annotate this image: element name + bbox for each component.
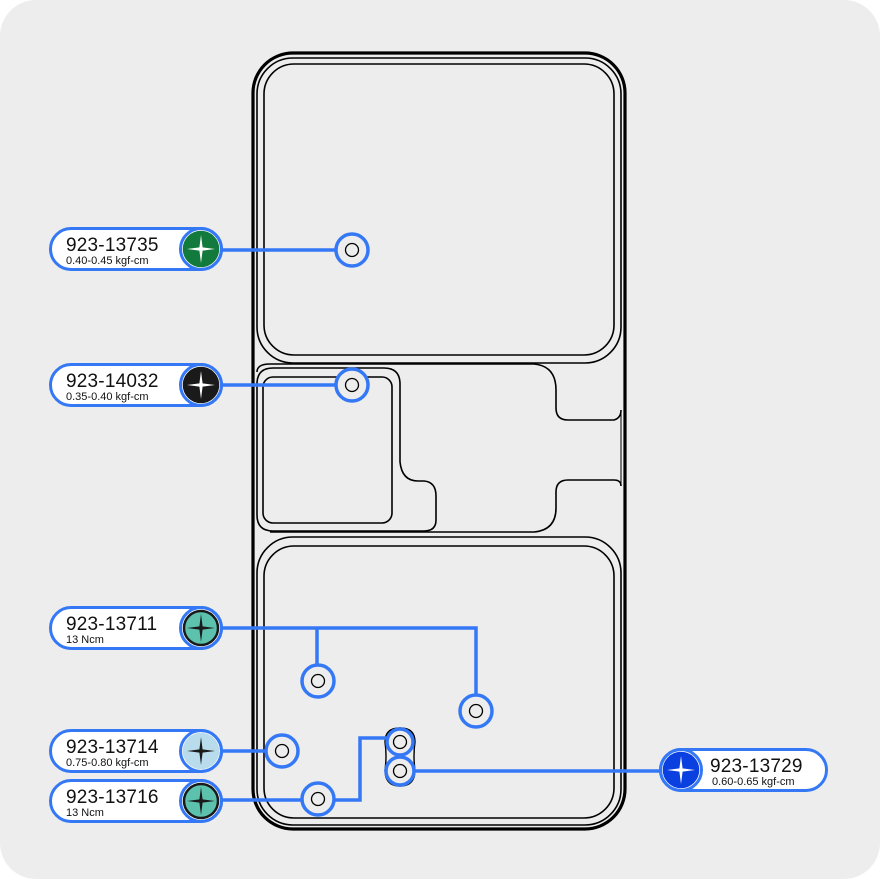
screw-holes [264, 232, 494, 817]
phillips-screw-icon [662, 751, 700, 789]
torque-spec: 0.60-0.65 kgf-cm [712, 776, 795, 788]
screw-head-icon [179, 227, 223, 271]
screw-head-icon [179, 606, 223, 650]
part-number: 923-13729 [710, 756, 803, 777]
phillips-screw-icon [182, 732, 220, 770]
bottom-panel-outer [256, 536, 622, 826]
device-body-inner-edge [262, 340, 615, 540]
torque-spec: 0.35-0.40 kgf-cm [66, 391, 149, 403]
part-number: 923-13711 [66, 614, 158, 635]
part-number: 923-13716 [66, 787, 159, 808]
cross-slot [187, 737, 215, 765]
top-panel-inner [263, 63, 615, 356]
part-number: 923-13735 [66, 235, 159, 256]
camera-module-inner [262, 376, 393, 524]
torque-spec: 13 Ncm [66, 634, 104, 646]
screw-head-icon [179, 779, 223, 823]
screw-head-icon [659, 748, 703, 792]
phillips-screw-icon [182, 366, 220, 404]
screw-hole-13716[interactable] [300, 781, 336, 817]
part-number: 923-13714 [66, 737, 159, 758]
torque-spec: 13 Ncm [66, 807, 104, 819]
phillips-screw-icon [182, 782, 220, 820]
middle-region [256, 363, 622, 533]
phillips-screw-icon [182, 230, 220, 268]
screw-hole-14032[interactable] [334, 367, 370, 403]
callout-923-13729[interactable]: 923-13729 0.60-0.65 kgf-cm [659, 748, 828, 792]
device-body-outer [251, 51, 627, 831]
screw-hole-13714[interactable] [264, 733, 300, 769]
callout-923-14032[interactable]: 923-14032 0.35-0.40 kgf-cm [49, 363, 223, 407]
leader-lines [220, 248, 662, 802]
callout-923-13714[interactable]: 923-13714 0.75-0.80 kgf-cm [49, 729, 223, 773]
screw-hole-13711-b[interactable] [458, 693, 494, 729]
cross-slot [667, 756, 695, 784]
torque-spec: 0.40-0.45 kgf-cm [66, 255, 149, 267]
cross-slot [187, 235, 215, 263]
screw-head-icon [179, 363, 223, 407]
bottom-panel-inner [263, 545, 615, 819]
phillips-screw-icon [182, 609, 220, 647]
part-number: 923-14032 [66, 371, 159, 392]
camera-module-outer [256, 367, 437, 532]
torque-spec: 0.75-0.80 kgf-cm [66, 757, 149, 769]
callout-923-13711[interactable]: 923-13711 13 Ncm [49, 606, 223, 650]
callout-923-13716[interactable]: 923-13716 13 Ncm [49, 779, 223, 823]
top-panel-outer [256, 57, 622, 364]
leader-line-13716-route [333, 736, 387, 802]
screw-hole-13729[interactable] [384, 755, 416, 787]
screw-hole-13711-a[interactable] [300, 663, 336, 699]
screw-hole-13735[interactable] [334, 232, 370, 268]
cross-slot [187, 787, 215, 815]
screw-hole-13716-b[interactable] [385, 727, 415, 757]
cross-slot [187, 371, 215, 399]
cross-slot [187, 614, 215, 642]
leader-line-13711 [220, 626, 478, 695]
callout-923-13735[interactable]: 923-13735 0.40-0.45 kgf-cm [49, 227, 223, 271]
screw-head-icon [179, 729, 223, 773]
